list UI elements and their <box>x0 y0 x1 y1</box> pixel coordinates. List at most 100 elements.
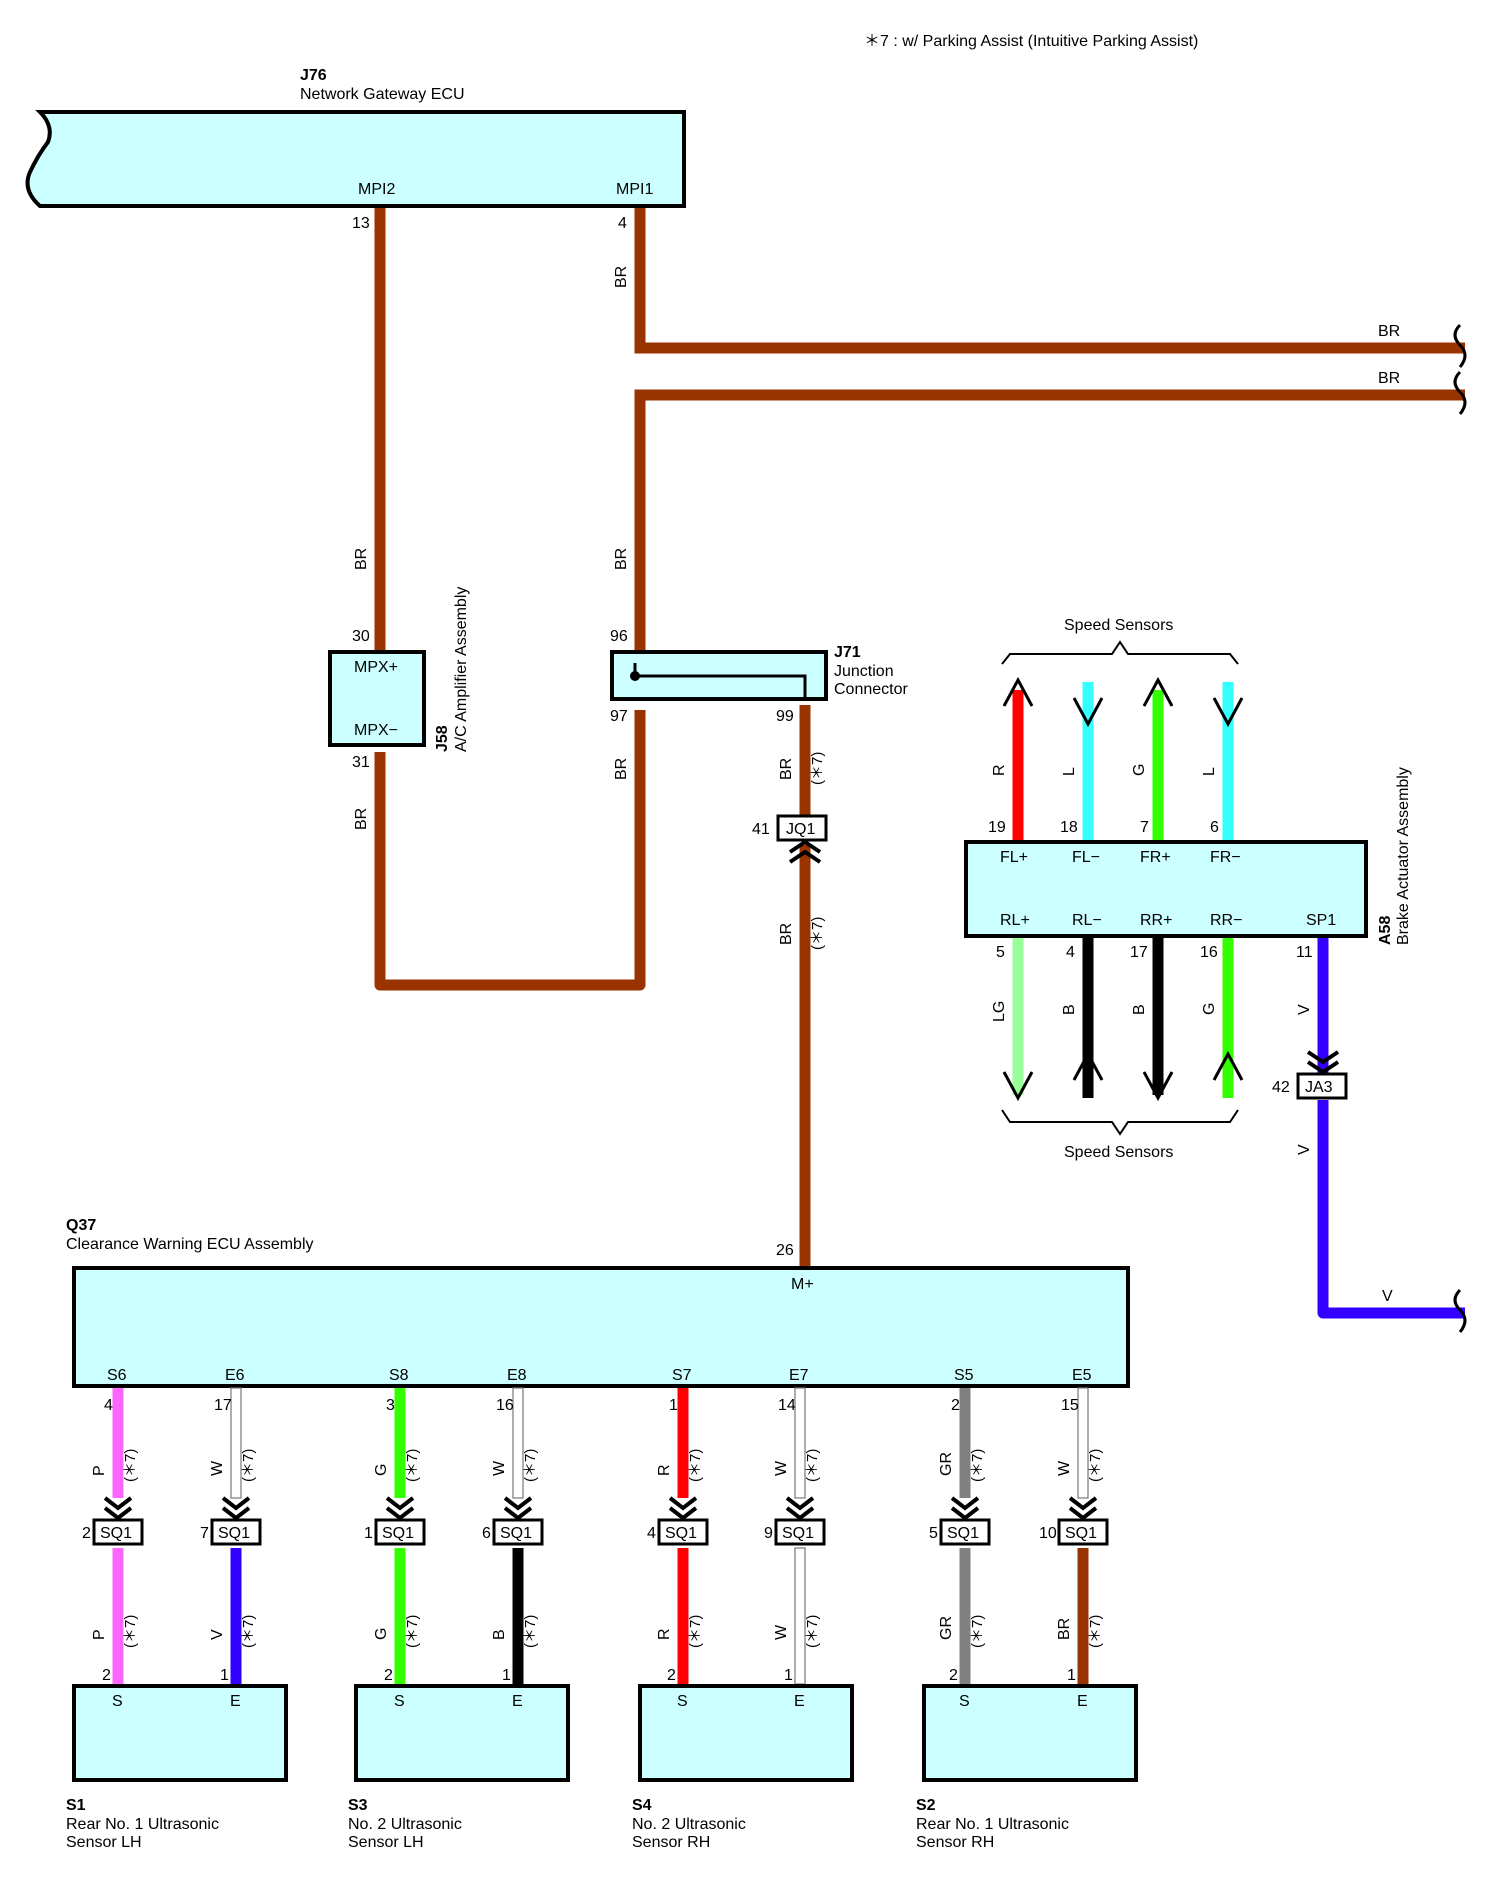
label-br-jq1: BR <box>778 923 795 945</box>
j71-pin-97: 97 <box>610 708 628 725</box>
sq1-pin: 4 <box>647 1525 656 1542</box>
a58-term-fl-plus: FL+ <box>1000 849 1028 866</box>
sensor-code: S3 <box>348 1797 368 1814</box>
a58-pin-16: 16 <box>1200 944 1218 961</box>
arrow-fl-minus <box>1072 697 1104 728</box>
sq1-label: SQ1 <box>500 1525 532 1542</box>
jq1-chevron-1 <box>788 839 822 854</box>
j76-pin-13: 13 <box>352 215 370 232</box>
option-tag-lower: (＊7) <box>240 1615 257 1648</box>
option-tag-lower: (＊7) <box>122 1615 139 1648</box>
speed-sensors-bottom-label: Speed Sensors <box>1064 1144 1173 1161</box>
jq1-pin: 41 <box>752 821 770 838</box>
sq1-pin: 10 <box>1039 1525 1057 1542</box>
sensor-name-line1: Rear No. 1 Ultrasonic <box>66 1816 219 1833</box>
label-br-j71-bottom: BR <box>613 758 630 780</box>
sensor-box <box>72 1684 288 1782</box>
wire-color-upper: R <box>656 1464 673 1476</box>
speed-sensor-ends <box>1001 640 1244 1136</box>
a58-term-rl-plus: RL+ <box>1000 912 1030 929</box>
sq1-chevron-2-s7 <box>668 1506 698 1521</box>
option-tag-upper: (＊7) <box>804 1449 821 1482</box>
j76-pin-mpi2: MPI2 <box>358 181 395 198</box>
a58-code: A58 <box>1377 916 1394 945</box>
ja3-chevron-1 <box>1306 1050 1340 1065</box>
jq1-plug <box>776 814 828 842</box>
sensor-box <box>638 1684 854 1782</box>
sensor-pin-e: E <box>794 1693 805 1710</box>
sensor-pin: 2 <box>102 1667 111 1684</box>
sensor-name-line1: No. 2 Ultrasonic <box>348 1816 462 1833</box>
wire-color-upper: W <box>1056 1460 1073 1476</box>
j71-splice-dot <box>630 671 640 681</box>
arrow-fr-plus <box>1142 676 1174 707</box>
q37-terminal-pin: 15 <box>1061 1397 1079 1414</box>
wire-j58-to-j71-97 <box>374 710 646 991</box>
sq1-chevron-2-s8 <box>385 1506 415 1521</box>
j71-pin-99: 99 <box>776 708 794 725</box>
sq1-chevron-2-e5 <box>1068 1506 1098 1521</box>
label-v-out: V <box>1382 1288 1393 1305</box>
sq1-chevron-1-e5 <box>1068 1496 1098 1511</box>
ja3-label: JA3 <box>1305 1079 1333 1096</box>
sq1-pin: 1 <box>364 1525 373 1542</box>
sensor-box <box>922 1684 1138 1782</box>
sq1-label: SQ1 <box>218 1525 250 1542</box>
label-br-j58-bottom: BR <box>353 808 370 830</box>
j76-pin-4: 4 <box>618 215 627 232</box>
wire-color-lower: B <box>491 1629 508 1640</box>
j71-name-line1: Junction <box>834 663 894 680</box>
sensor-pin-e: E <box>230 1693 241 1710</box>
ja3-pin: 42 <box>1272 1079 1290 1096</box>
sensor-pin: 1 <box>784 1667 793 1684</box>
sq1-label: SQ1 <box>665 1525 697 1542</box>
q37-terminal-name: S7 <box>672 1367 692 1384</box>
sq1-plug-e5 <box>1057 1518 1109 1546</box>
q37-name: Clearance Warning ECU Assembly <box>66 1236 314 1253</box>
q37-terminal-name: E6 <box>225 1367 245 1384</box>
note-parking-assist: ＊7 : w/ Parking Assist (Intuitive Parkin… <box>864 33 1198 50</box>
q37-terminal-name: S5 <box>954 1367 974 1384</box>
wires <box>374 208 1465 1319</box>
label-sp1-wire: V <box>1296 1004 1313 1015</box>
sensor-name-line2: Sensor RH <box>916 1834 994 1851</box>
wire-break-3 <box>1453 1288 1467 1333</box>
label-fl-minus-wire: L <box>1061 767 1078 776</box>
sq1-pin: 2 <box>82 1525 91 1542</box>
wire-color-labels: BR BR BR BR BR BR BR BR (＊7) BR (＊7) R L… <box>353 266 1400 1305</box>
label-fr-plus-wire: G <box>1131 764 1148 776</box>
q37-pin-26: 26 <box>776 1242 794 1259</box>
a58-term-fl-minus: FL− <box>1072 849 1100 866</box>
q37-terminal-pin: 14 <box>778 1397 796 1414</box>
sensor-pin: 2 <box>384 1667 393 1684</box>
sensor-box <box>354 1684 570 1782</box>
option-tag-lower: (＊7) <box>1087 1615 1104 1648</box>
label-br-out-2: BR <box>1378 370 1400 387</box>
a58-term-fr-plus: FR+ <box>1140 849 1171 866</box>
wire-color-lower: G <box>373 1628 390 1640</box>
option-tag-lower: (＊7) <box>969 1615 986 1648</box>
sensor-pin-e: E <box>1077 1693 1088 1710</box>
q37-terminal-name: S8 <box>389 1367 409 1384</box>
q37-terminal-pin: 3 <box>386 1397 395 1414</box>
arrow-fr-minus <box>1212 697 1244 728</box>
wire-color-upper: P <box>91 1465 108 1476</box>
a58-term-rr-plus: RR+ <box>1140 912 1172 929</box>
ja3-chevron-2 <box>1306 1060 1340 1075</box>
wire-color-lower: BR <box>1056 1618 1073 1640</box>
j58-pin-30: 30 <box>352 628 370 645</box>
a58-pin-11: 11 <box>1296 944 1313 961</box>
sq1-chevron-1-s7 <box>668 1496 698 1511</box>
ja3-plug <box>1296 1072 1348 1100</box>
sq1-label: SQ1 <box>947 1525 979 1542</box>
q37-terminal-pin: 17 <box>214 1397 232 1414</box>
wire-upper-e8 <box>512 1387 524 1499</box>
sq1-label: SQ1 <box>100 1525 132 1542</box>
